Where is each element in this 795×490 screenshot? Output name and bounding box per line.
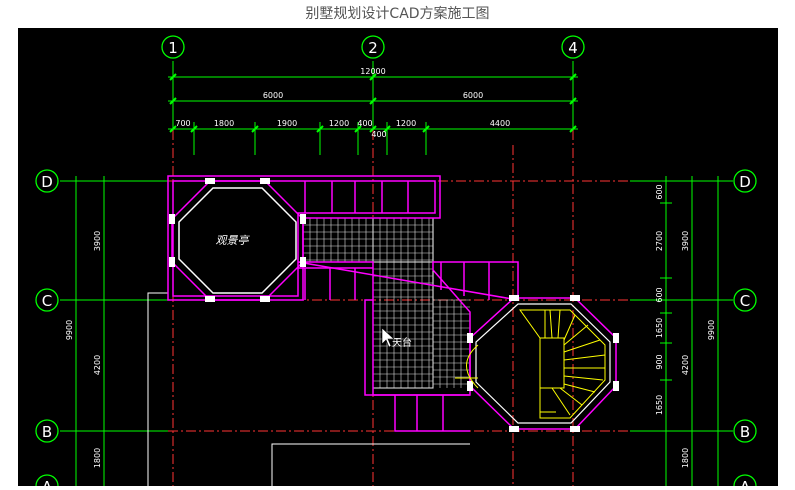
roof-beams [167, 175, 519, 432]
dim-right-1650-a: 1650 [655, 318, 664, 338]
dim-right-3900: 3900 [681, 231, 690, 251]
axis-label-d-left: D [41, 173, 53, 191]
dim-6000-left: 6000 [263, 91, 283, 100]
dimension-ticks [169, 73, 577, 133]
dim-right-4200: 4200 [681, 355, 690, 375]
dim-700: 700 [175, 119, 190, 128]
cad-drawing-canvas[interactable]: 1 2 4 D C B A D C B A 12000 6000 6000 70… [18, 28, 778, 490]
dim-left-4200: 4200 [93, 355, 102, 375]
axis-label-c-left: C [42, 292, 52, 310]
dim-right-600-a: 600 [655, 184, 664, 199]
dim-400-below: 400 [371, 130, 386, 139]
axis-label-a-left: A [42, 478, 53, 486]
dim-right-2700: 2700 [655, 231, 664, 251]
dim-400: 400 [357, 119, 372, 128]
dim-left-1800: 1800 [93, 448, 102, 468]
mouse-cursor-icon [381, 327, 395, 348]
dim-1200-a: 1200 [329, 119, 349, 128]
floor-plan-svg: 1 2 4 D C B A D C B A 12000 6000 6000 70… [18, 28, 778, 490]
axis-label-2: 2 [368, 39, 378, 57]
axis-label-4: 4 [568, 39, 578, 57]
dim-left-9900: 9900 [65, 320, 74, 340]
dim-right-9900: 9900 [707, 320, 716, 340]
dim-left-3900: 3900 [93, 231, 102, 251]
dim-right-900: 900 [655, 354, 664, 369]
axis-label-c-right: C [740, 292, 750, 310]
dim-1900: 1900 [277, 119, 297, 128]
axis-label-d-right: D [739, 173, 751, 191]
dim-6000-right: 6000 [463, 91, 483, 100]
room-label-terrace: 天台 [392, 336, 412, 349]
axis-label-b-right: B [740, 423, 750, 441]
dim-1200-b: 1200 [396, 119, 416, 128]
dim-right-1800: 1800 [681, 448, 690, 468]
dim-total-12000: 12000 [360, 67, 385, 76]
page-title: 别墅规划设计CAD方案施工图 [305, 6, 490, 22]
stair-tower [455, 295, 619, 432]
axis-label-b-left: B [42, 423, 52, 441]
dim-right-1650-b: 1650 [655, 395, 664, 415]
axis-label-1: 1 [168, 39, 178, 57]
axis-label-a-right: A [740, 478, 751, 486]
dim-4400: 4400 [490, 119, 510, 128]
dimension-lines [60, 61, 733, 486]
dim-1800: 1800 [214, 119, 234, 128]
terrace-grid [302, 217, 470, 389]
gazebo-octagon: 观景亭 [169, 178, 306, 302]
dim-right-600-b: 600 [655, 287, 664, 302]
lower-floor-outline [147, 292, 470, 486]
room-label-gazebo: 观景亭 [216, 234, 251, 247]
